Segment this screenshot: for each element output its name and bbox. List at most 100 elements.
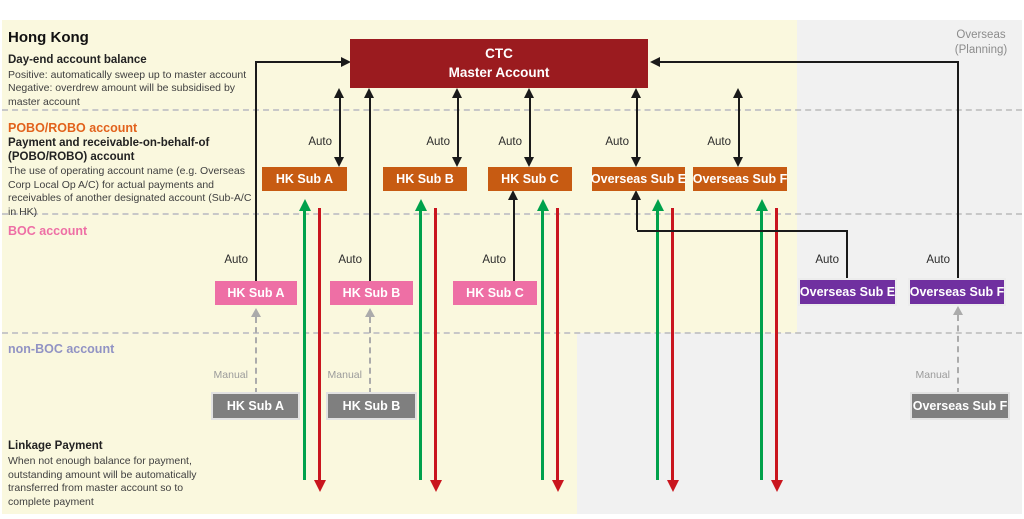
sweep-up-arrowhead — [299, 199, 311, 211]
non-boc-overseas-sub-f-box: Overseas Sub F — [912, 394, 1008, 418]
linkage-payment-body: When not enough balance for payment, out… — [8, 455, 197, 508]
sweep-up-arrowhead — [537, 199, 549, 211]
arrowhead-right — [341, 57, 351, 67]
overseas-region-title-line2: (Planning) — [954, 44, 1008, 56]
arrowhead-down — [452, 157, 462, 167]
sweep-down-arrowhead — [552, 480, 564, 492]
auto-label: Auto — [498, 136, 522, 148]
section-divider-pobo — [2, 109, 1022, 111]
pobo-overseas-sub-f-box: Overseas Sub F — [693, 167, 787, 191]
auto-label: Auto — [815, 254, 839, 266]
auto-label: Auto — [926, 254, 950, 266]
manual-label: Manual — [213, 369, 248, 381]
boc-subb-riser-line — [369, 97, 371, 281]
boc-overseas-sub-e-box: Overseas Sub E — [800, 280, 895, 304]
arrowhead-up — [524, 88, 534, 98]
pobo-hk-sub-c-box: HK Sub C — [488, 167, 572, 191]
pobo-hk-sub-a-box: HK Sub A — [262, 167, 347, 191]
day-end-balance-title: Day-end account balance — [8, 54, 147, 66]
manual-transfer-dashed-line — [957, 315, 959, 394]
day-end-balance-line2: Negative: overdrew amount will be subsid… — [8, 82, 236, 108]
manual-label: Manual — [915, 369, 950, 381]
ctc-master-account-line1: CTC — [485, 45, 513, 61]
arrowhead-up — [631, 190, 641, 200]
arrowhead-down — [334, 157, 344, 167]
arrowhead-up — [364, 88, 374, 98]
auto-label: Auto — [224, 254, 248, 266]
master-pobo-arrow-line — [636, 96, 638, 159]
boc-suba-riser-line — [255, 61, 257, 281]
arrowhead-left — [650, 57, 660, 67]
ctc-master-account-line2: Master Account — [448, 64, 550, 80]
non-boc-section-title: non-BOC account — [8, 342, 115, 356]
manual-transfer-dashed-line — [255, 317, 257, 394]
arrowhead-up — [334, 88, 344, 98]
boc-hk-sub-c-box: HK Sub C — [453, 281, 537, 305]
day-end-balance-line1: Positive: automatically sweep up to mast… — [8, 69, 247, 81]
pobo-hk-sub-b-box: HK Sub B — [383, 167, 467, 191]
overseas-region-title: Overseas (Planning) — [945, 28, 1017, 58]
sweep-down-arrow-line — [775, 208, 778, 481]
manual-label: Manual — [327, 369, 362, 381]
linkage-payment-title: Linkage Payment — [8, 440, 103, 452]
master-pobo-arrow-line — [339, 96, 341, 159]
pobo-section-body: The use of operating account name (e.g. … — [8, 165, 252, 218]
sweep-up-arrow-line — [541, 211, 544, 480]
sweep-down-arrowhead — [771, 480, 783, 492]
manual-arrowhead-up — [365, 308, 375, 317]
sweep-down-arrow-line — [434, 208, 437, 481]
master-pobo-arrow-line — [457, 96, 459, 159]
sweep-down-arrow-line — [318, 208, 321, 481]
boc-hk-sub-b-box: HK Sub B — [330, 281, 413, 305]
arrowhead-up — [631, 88, 641, 98]
manual-transfer-dashed-line — [369, 317, 371, 394]
boc-subf-riser-line — [957, 61, 959, 280]
sweep-down-arrowhead — [667, 480, 679, 492]
manual-arrowhead-up — [953, 306, 963, 315]
hk-region-background-bottom — [2, 333, 577, 514]
auto-label: Auto — [482, 254, 506, 266]
boc-hk-sub-a-box: HK Sub A — [215, 281, 297, 305]
arrowhead-up — [733, 88, 743, 98]
sweep-down-arrow-line — [671, 208, 674, 481]
auto-label: Auto — [426, 136, 450, 148]
arrowhead-down — [631, 157, 641, 167]
arrowhead-up — [508, 190, 518, 200]
pobo-overseas-sub-e-box: Overseas Sub E — [591, 167, 686, 191]
boc-sube-elbow-line — [637, 230, 848, 232]
auto-label: Auto — [707, 136, 731, 148]
non-boc-hk-sub-a-box: HK Sub A — [213, 394, 298, 418]
arrowhead-up — [452, 88, 462, 98]
arrowhead-down — [524, 157, 534, 167]
sweep-up-arrowhead — [415, 199, 427, 211]
sweep-down-arrowhead — [430, 480, 442, 492]
sweep-up-arrow-line — [419, 211, 422, 480]
boc-overseas-sub-f-box: Overseas Sub F — [910, 280, 1004, 304]
boc-sube-upper-line — [636, 199, 638, 230]
arrowhead-down — [733, 157, 743, 167]
sweep-down-arrowhead — [314, 480, 326, 492]
auto-label: Auto — [308, 136, 332, 148]
sweep-up-arrowhead — [652, 199, 664, 211]
auto-label: Auto — [605, 136, 629, 148]
sweep-up-arrow-line — [303, 211, 306, 480]
boc-subf-top-line — [660, 61, 959, 63]
ctc-master-account-box: CTC Master Account — [350, 39, 648, 88]
section-divider-non-boc — [2, 332, 1022, 334]
hong-kong-region-title: Hong Kong — [8, 29, 89, 46]
section-divider-boc — [2, 213, 1022, 215]
overseas-region-background-bottom — [577, 333, 1022, 514]
sweep-up-arrow-line — [760, 211, 763, 480]
boc-subc-riser-line — [513, 199, 515, 281]
sweep-up-arrowhead — [756, 199, 768, 211]
boc-sube-riser-line — [846, 230, 848, 280]
sweep-down-arrow-line — [556, 208, 559, 481]
non-boc-hk-sub-b-box: HK Sub B — [328, 394, 415, 418]
pobo-section-subtitle: Payment and receivable-on-behalf-of (POB… — [8, 137, 210, 163]
sweep-up-arrow-line — [656, 211, 659, 480]
master-pobo-arrow-line — [738, 96, 740, 159]
boc-section-title: BOC account — [8, 224, 88, 238]
manual-arrowhead-up — [251, 308, 261, 317]
boc-suba-top-line — [255, 61, 342, 63]
